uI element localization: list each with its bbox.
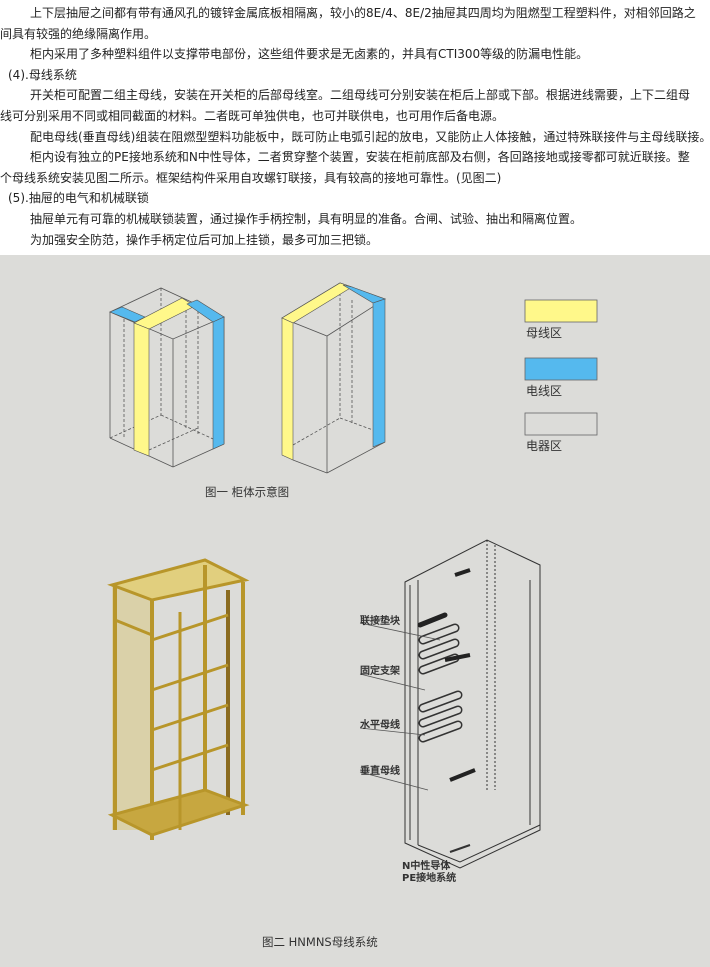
left-yellow-front	[133, 322, 150, 457]
label-neutral-conductor: N中性导体	[402, 861, 451, 872]
legend-label-busbar: 母线区	[526, 326, 563, 340]
paragraph-line: 配电母线(垂直母线)组装在阻燃型塑料功能板中，既可防止电弧引起的放电，又能防止人…	[30, 129, 710, 144]
paragraph-line: 抽屉单元有可靠的机械联锁装置，通过操作手柄控制，具有明显的准备。合闸、试验、抽出…	[30, 211, 583, 226]
callout-vertical-busbar: 垂直母线	[360, 766, 400, 777]
section-heading: (4).母线系统	[8, 67, 77, 82]
legend-swatch-cable	[524, 357, 598, 381]
callout-horizontal-busbar: 水平母线	[360, 720, 400, 731]
left-blue-top-right	[186, 299, 225, 323]
paragraph-line: 柜内采用了多种塑料组件以支撑带电部份，这些组件要求是无卤素的，并具有CTI300…	[30, 47, 589, 62]
figure2-caption: 图二 HNMNS母线系统	[262, 935, 378, 949]
paragraph-line: 为加强安全防范，操作手柄定位后可加上挂锁，最多可加三把锁。	[30, 232, 379, 247]
paragraph-line: 柜内设有独立的PE接地系统和N中性导体，二者贯穿整个装置，安装在柜前底部及右侧，…	[30, 150, 690, 165]
section-heading: (5).抽屉的电气和机械联锁	[8, 191, 149, 206]
paragraph-line: 间具有较强的绝缘隔离作用。	[0, 26, 157, 41]
paragraph-line: 个母线系统安装见图二所示。框架结构件采用自攻螺钉联接，具有较高的接地可靠性。(见…	[0, 170, 502, 185]
right-blue-side	[372, 298, 386, 448]
label-pe-earthing: PE接地系统	[402, 873, 457, 884]
right-yellow-side	[281, 317, 294, 461]
right-blue-top	[342, 284, 386, 304]
legend-swatch-busbar	[524, 299, 598, 323]
paragraph-line: 开关柜可配置二组主母线，安装在开关柜的后部母线室。二组母线可分别安装在柜后上部或…	[30, 88, 691, 103]
paragraph-line: 上下层抽屉之间都有带有通风孔的镀锌金属底板相隔离，较小的8E/4、8E/2抽屉其…	[30, 6, 696, 20]
body-text: 上下层抽屉之间都有带有通风孔的镀锌金属底板相隔离，较小的8E/4、8E/2抽屉其…	[0, 3, 710, 250]
callout-fixed-bracket: 固定支架	[360, 666, 400, 677]
right-yellow-top	[281, 282, 353, 324]
left-blue-side	[212, 316, 225, 450]
left-yellow-top	[133, 297, 196, 330]
callout-connector-pad: 联接垫块	[360, 616, 400, 627]
legend-label-cable: 电线区	[526, 384, 563, 398]
figure1-caption: 图一 柜体示意图	[205, 485, 290, 499]
busbar-schematic	[359, 539, 541, 869]
legend-swatch-device	[524, 412, 598, 436]
legend-label-device: 电器区	[526, 439, 563, 453]
paragraph-line: 线可分别采用不同或相同截面的材料。二者既可单独供电，也可并联供电，也可用作后备电…	[0, 108, 505, 123]
cabinet-frame-photo	[107, 558, 250, 840]
